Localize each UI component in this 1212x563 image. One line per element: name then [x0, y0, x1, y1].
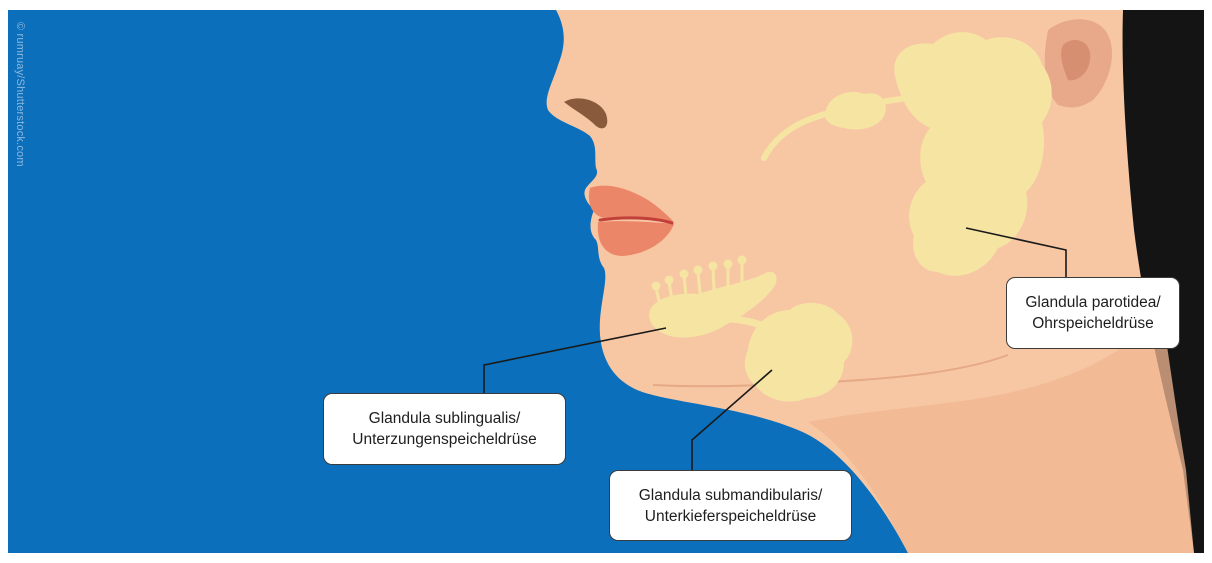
- label-submandibular-line1: Glandula submandibularis/: [610, 485, 851, 506]
- label-submandibular: Glandula submandibularis/ Unterkieferspe…: [609, 470, 852, 541]
- label-parotid-line2: Ohrspeicheldrüse: [1007, 313, 1179, 334]
- label-sublingual: Glandula sublingualis/ Unterzungenspeich…: [323, 393, 566, 465]
- label-sublingual-line1: Glandula sublingualis/: [324, 408, 565, 429]
- credit-text: © rumruay/Shutterstock.com: [14, 22, 26, 167]
- label-parotid-line1: Glandula parotidea/: [1007, 292, 1179, 313]
- label-sublingual-line2: Unterzungenspeicheldrüse: [324, 429, 565, 450]
- label-submandibular-line2: Unterkieferspeicheldrüse: [610, 506, 851, 527]
- label-parotid: Glandula parotidea/ Ohrspeicheldrüse: [1006, 277, 1180, 349]
- image-credit: © rumruay/Shutterstock.com: [12, 22, 26, 222]
